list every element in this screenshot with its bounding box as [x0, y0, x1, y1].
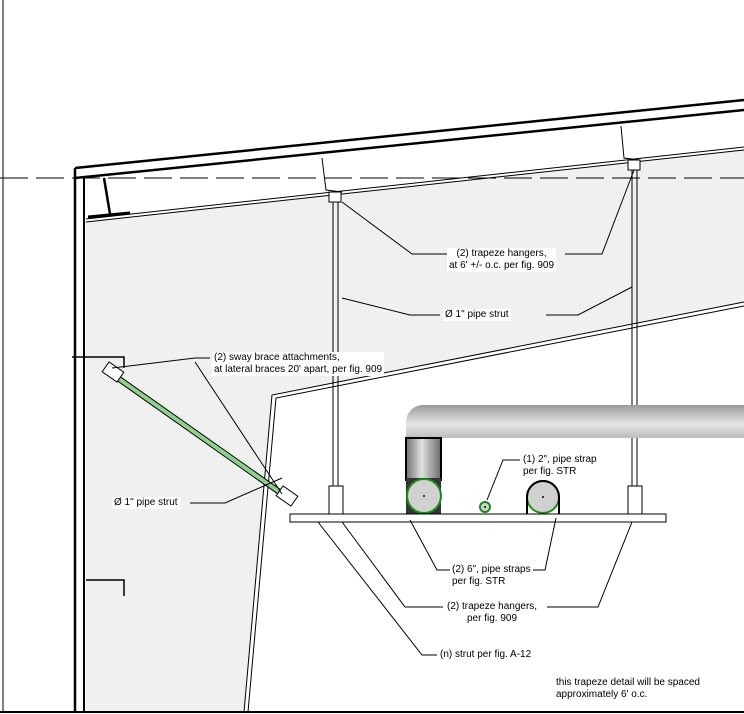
label-line: at 6' +/- o.c. per fig. 909 — [449, 260, 555, 271]
label-pipe-strut-vertical: Ø 1" pipe strut — [443, 309, 511, 321]
label-trapeze-hangers-bottom: (2) trapeze hangers, per fig. 909 — [445, 601, 540, 625]
label-line: (1) 2", pipe strap — [523, 454, 597, 465]
label-line: per fig. STR — [523, 466, 577, 477]
label-line: per fig. 909 — [467, 613, 518, 624]
label-pipe-strut-brace: Ø 1" pipe strut — [112, 497, 180, 509]
section-edge — [243, 301, 744, 713]
trapeze-strut — [289, 513, 667, 523]
label-line: (2) 6", pipe straps — [452, 564, 531, 575]
label-trapeze-hangers-top: (2) trapeze hangers, at 6' +/- o.c. per … — [447, 248, 557, 272]
label-sway-brace: (2) sway brace attachments, at lateral b… — [212, 352, 385, 376]
leader-lines — [111, 169, 635, 656]
label-line: per fig. STR — [452, 576, 506, 587]
shaded-section — [86, 150, 744, 712]
label-line: (2) trapeze hangers, — [456, 248, 547, 259]
note-spacing: this trapeze detail will be spaced appro… — [554, 677, 702, 701]
label-line: approximately 6' o.c. — [556, 689, 648, 700]
pipes — [405, 404, 744, 514]
label-pipe-straps-6in: (2) 6", pipe straps per fig. STR — [450, 564, 533, 588]
wall — [72, 168, 125, 712]
label-line: (2) trapeze hangers, — [447, 601, 538, 612]
label-line: this trapeze detail will be spaced — [556, 677, 700, 688]
label-pipe-strap-2in: (1) 2", pipe strap per fig. STR — [521, 454, 599, 478]
hanger-rod-left — [321, 157, 344, 515]
label-line: (2) sway brace attachments, — [214, 352, 340, 363]
label-line: at lateral braces 20' apart, per fig. 90… — [214, 364, 383, 375]
label-strut: (n) strut per fig. A-12 — [438, 649, 534, 661]
